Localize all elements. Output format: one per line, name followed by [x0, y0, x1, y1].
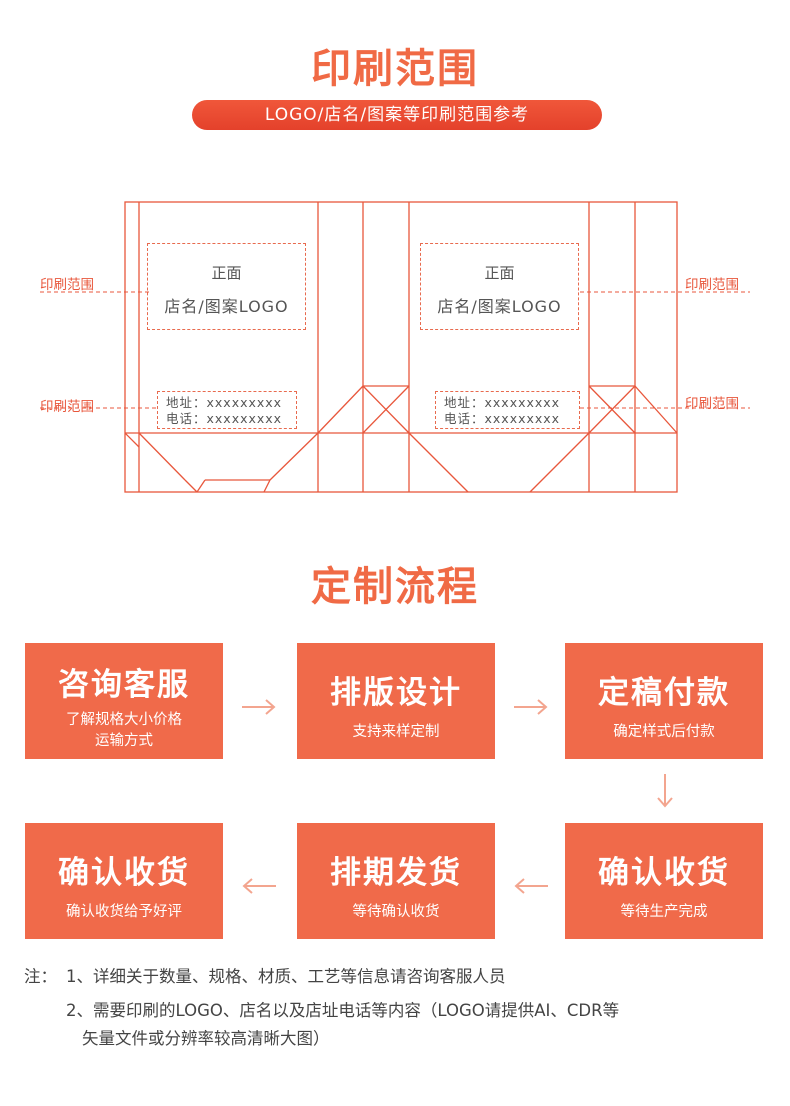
notes-prefix: 注：: [24, 967, 57, 986]
front-label: 正面: [484, 264, 515, 282]
address-text: 地址：xxxxxxxxx: [444, 395, 561, 410]
arrow-left-icon: [514, 878, 548, 894]
step-confirm-receipt: 确认收货 确认收货给予好评: [25, 823, 223, 939]
step-finalize-payment: 定稿付款 确定样式后付款: [565, 643, 763, 759]
arrow-left-icon: [242, 878, 276, 894]
front-print-area-left: 正面 店名/图案LOGO: [147, 243, 306, 330]
step-desc: 了解规格大小价格: [66, 712, 182, 728]
step-production: 确认收货 等待生产完成: [565, 823, 763, 939]
address-print-area-left: 地址：xxxxxxxxx 电话：xxxxxxxxx: [157, 391, 297, 429]
arrow-right-icon: [514, 699, 548, 715]
print-range-subtitle: LOGO/店名/图案等印刷范围参考: [192, 100, 602, 130]
print-range-title: 印刷范围: [311, 46, 479, 92]
logo-label: 店名/图案LOGO: [164, 297, 289, 316]
custom-flow-title: 定制流程: [311, 564, 479, 610]
guide-lines: [40, 291, 750, 409]
left-label-bottom: 印刷范围: [40, 399, 94, 415]
step-desc: 等待确认收货: [352, 904, 440, 920]
front-print-area-right: 正面 店名/图案LOGO: [420, 243, 579, 330]
step-desc: 等待生产完成: [620, 904, 708, 920]
outer-frame: [124, 201, 678, 493]
left-label-top: 印刷范围: [40, 277, 94, 293]
step-desc-2: 运输方式: [95, 733, 153, 749]
address-text: 地址：xxxxxxxxx: [166, 395, 283, 410]
note-line-3: 矢量文件或分辨率较高清晰大图）: [82, 1029, 330, 1048]
step-desc: 确认收货给予好评: [66, 904, 182, 920]
step-title: 确认收货: [598, 855, 730, 891]
phone-text: 电话：xxxxxxxxx: [444, 411, 561, 426]
note-line-2: 2、需要印刷的LOGO、店名以及店址电话等内容（LOGO请提供AI、CDR等: [66, 1001, 620, 1020]
step-title: 咨询客服: [58, 667, 190, 703]
step-title: 排期发货: [330, 855, 462, 891]
step-title: 定稿付款: [598, 675, 730, 711]
step-title: 排版设计: [330, 675, 462, 711]
bag-template-diagram: [40, 201, 750, 493]
step-desc: 支持来样定制: [352, 724, 440, 740]
right-label-top: 印刷范围: [685, 277, 739, 293]
address-print-area-right: 地址：xxxxxxxxx 电话：xxxxxxxxx: [435, 391, 580, 429]
step-consult: 咨询客服 了解规格大小价格 运输方式: [25, 643, 223, 759]
step-layout-design: 排版设计 支持来样定制: [297, 643, 495, 759]
right-label-bottom: 印刷范围: [685, 396, 739, 412]
phone-text: 电话：xxxxxxxxx: [166, 411, 283, 426]
step-desc: 确定样式后付款: [613, 724, 715, 740]
note-line-1: 1、详细关于数量、规格、材质、工艺等信息请咨询客服人员: [66, 967, 506, 986]
arrow-down-icon: [657, 774, 673, 808]
arrow-right-icon: [242, 699, 276, 715]
step-title: 确认收货: [58, 855, 190, 891]
logo-label: 店名/图案LOGO: [437, 297, 562, 316]
bag-outline: [124, 201, 678, 493]
step-schedule-shipping: 排期发货 等待确认收货: [297, 823, 495, 939]
front-label: 正面: [211, 264, 242, 282]
